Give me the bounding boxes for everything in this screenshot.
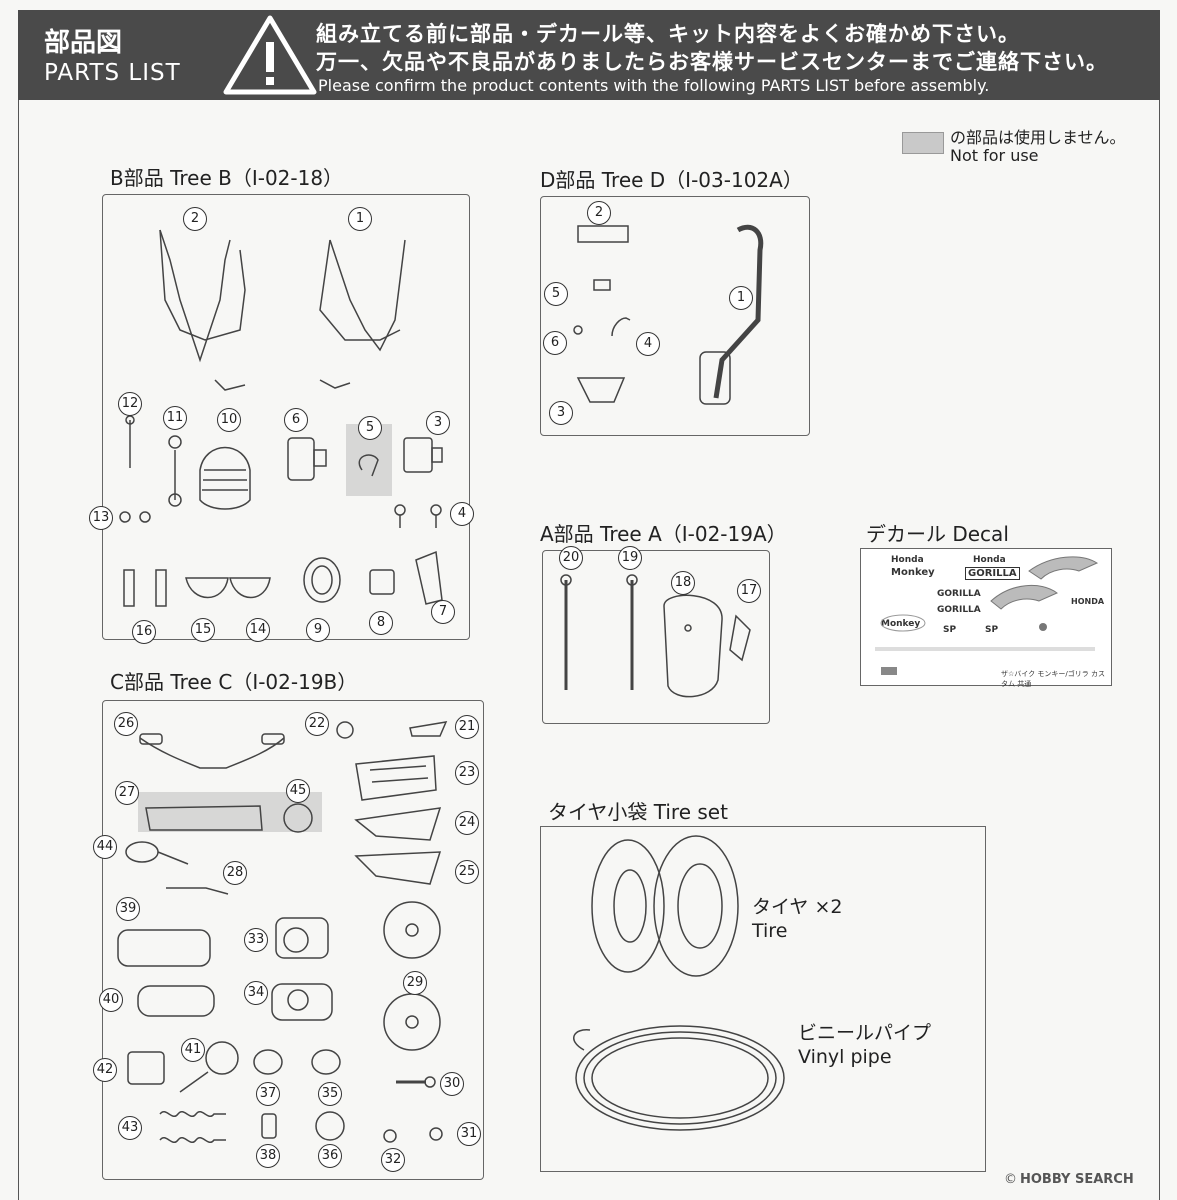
decal-sp-2: SP bbox=[985, 625, 999, 635]
notice-en: Please confirm the product contents with… bbox=[318, 76, 990, 95]
decal-gorilla: GORILLA bbox=[965, 567, 1020, 580]
pipe-label-jp: ビニールパイプ bbox=[798, 1022, 932, 1044]
part-number-c34: 34 bbox=[244, 981, 268, 1005]
part-number-b1: 1 bbox=[348, 207, 372, 231]
part-number-b6: 6 bbox=[284, 408, 308, 432]
part-number-c33: 33 bbox=[244, 928, 268, 952]
part-number-b8: 8 bbox=[369, 611, 393, 635]
part-number-c30: 30 bbox=[440, 1072, 464, 1096]
part-number-b15: 15 bbox=[191, 618, 215, 642]
part-number-c36: 36 bbox=[318, 1144, 342, 1168]
tree-b-title: B部品 Tree B（I-02-18） bbox=[110, 166, 344, 190]
part-number-a19: 19 bbox=[618, 546, 642, 570]
part-number-d5: 5 bbox=[544, 282, 568, 306]
part-number-a20: 20 bbox=[559, 546, 583, 570]
header-banner: 部品図 PARTS LIST 組み立てる前に部品・デカール等、キット内容をよくお… bbox=[18, 10, 1160, 100]
tree-d-title: D部品 Tree D（I-03-102A） bbox=[540, 168, 803, 192]
decal-gorilla-3: GORILLA bbox=[937, 605, 981, 615]
part-number-c28: 28 bbox=[223, 861, 247, 885]
decal-honda-2: Honda bbox=[973, 555, 1006, 565]
part-number-d1: 1 bbox=[729, 286, 753, 310]
part-number-c41: 41 bbox=[181, 1038, 205, 1062]
tree-d-sprue bbox=[540, 196, 810, 436]
legend-en: Not for use bbox=[950, 146, 1039, 165]
part-number-b5: 5 bbox=[358, 416, 382, 440]
title-en: PARTS LIST bbox=[44, 60, 181, 86]
decal-monkey-2: Monkey bbox=[881, 619, 921, 629]
part-number-c35: 35 bbox=[318, 1082, 342, 1106]
tire-label-en: Tire bbox=[752, 920, 788, 942]
part-number-b7: 7 bbox=[431, 600, 455, 624]
part-number-b9: 9 bbox=[306, 618, 330, 642]
pipe-label-en: Vinyl pipe bbox=[798, 1046, 892, 1068]
decal-sp: SP bbox=[943, 625, 957, 635]
tree-b-sprue bbox=[102, 194, 470, 640]
part-number-c31: 31 bbox=[457, 1122, 481, 1146]
notice-jp-1: 組み立てる前に部品・デカール等、キット内容をよくお確かめ下さい。 bbox=[316, 22, 1020, 46]
part-number-d2: 2 bbox=[587, 201, 611, 225]
part-number-b10: 10 bbox=[217, 408, 241, 432]
decal-caption: ザ☆バイク モンキー/ゴリラ カスタム 共通 bbox=[1001, 670, 1105, 688]
part-number-b13: 13 bbox=[89, 506, 113, 530]
part-number-b12: 12 bbox=[118, 392, 142, 416]
tire-label-jp: タイヤ ×2 bbox=[752, 896, 843, 918]
tree-a-sprue bbox=[542, 550, 770, 724]
part-number-c40: 40 bbox=[99, 988, 123, 1012]
part-number-d3: 3 bbox=[549, 401, 573, 425]
part-number-b14: 14 bbox=[246, 618, 270, 642]
legend-jp: の部品は使用しません。 bbox=[950, 128, 1126, 147]
copyright-mark: © bbox=[1004, 1172, 1017, 1187]
part-number-c21: 21 bbox=[455, 715, 479, 739]
decal-gorilla-2: GORILLA bbox=[937, 589, 981, 599]
decal-honda-wing: HONDA bbox=[1071, 597, 1105, 606]
warning-icon bbox=[223, 15, 317, 95]
part-number-a17: 17 bbox=[737, 579, 761, 603]
part-number-c32: 32 bbox=[381, 1148, 405, 1172]
part-number-c23: 23 bbox=[455, 761, 479, 785]
part-number-c43: 43 bbox=[118, 1116, 142, 1140]
part-number-b3: 3 bbox=[426, 411, 450, 435]
part-number-c45: 45 bbox=[286, 779, 310, 803]
part-number-c22: 22 bbox=[305, 712, 329, 736]
tire-title: タイヤ小袋 Tire set bbox=[548, 800, 728, 824]
decal-graphics bbox=[875, 556, 1099, 675]
part-number-c29: 29 bbox=[403, 971, 427, 995]
part-number-c39: 39 bbox=[116, 897, 140, 921]
decal-sheet: Honda Monkey Honda GORILLA GORILLA GORIL… bbox=[860, 548, 1112, 688]
decal-monkey: Monkey bbox=[891, 567, 935, 578]
part-number-d4: 4 bbox=[636, 332, 660, 356]
tree-a-title: A部品 Tree A（I-02-19A） bbox=[540, 522, 787, 546]
part-number-c24: 24 bbox=[455, 811, 479, 835]
part-number-c42: 42 bbox=[93, 1058, 117, 1082]
part-number-c25: 25 bbox=[455, 860, 479, 884]
tree-c-title: C部品 Tree C（I-02-19B） bbox=[110, 670, 358, 694]
part-number-b2: 2 bbox=[183, 207, 207, 231]
content-frame bbox=[18, 100, 1160, 1200]
legend-swatch bbox=[902, 132, 944, 154]
title-jp: 部品図 bbox=[44, 28, 123, 58]
watermark-logo: HOBBY SEARCH bbox=[1020, 1172, 1134, 1187]
part-number-c26: 26 bbox=[114, 712, 138, 736]
part-number-b4: 4 bbox=[450, 502, 474, 526]
notice-jp-2: 万一、欠品や不良品がありましたらお客様サービスセンターまでご連絡下さい。 bbox=[316, 50, 1108, 74]
part-number-c44: 44 bbox=[93, 835, 117, 859]
part-number-c37: 37 bbox=[256, 1082, 280, 1106]
part-number-c38: 38 bbox=[256, 1144, 280, 1168]
part-number-d6: 6 bbox=[543, 331, 567, 355]
part-number-a18: 18 bbox=[671, 571, 695, 595]
tree-c-sprue bbox=[102, 700, 484, 1180]
tire-set-box bbox=[540, 826, 986, 1172]
part-number-c27: 27 bbox=[115, 781, 139, 805]
decal-honda: Honda bbox=[891, 555, 924, 565]
decal-title: デカール Decal bbox=[866, 522, 1009, 546]
part-number-b16: 16 bbox=[132, 620, 156, 644]
part-number-b11: 11 bbox=[163, 406, 187, 430]
